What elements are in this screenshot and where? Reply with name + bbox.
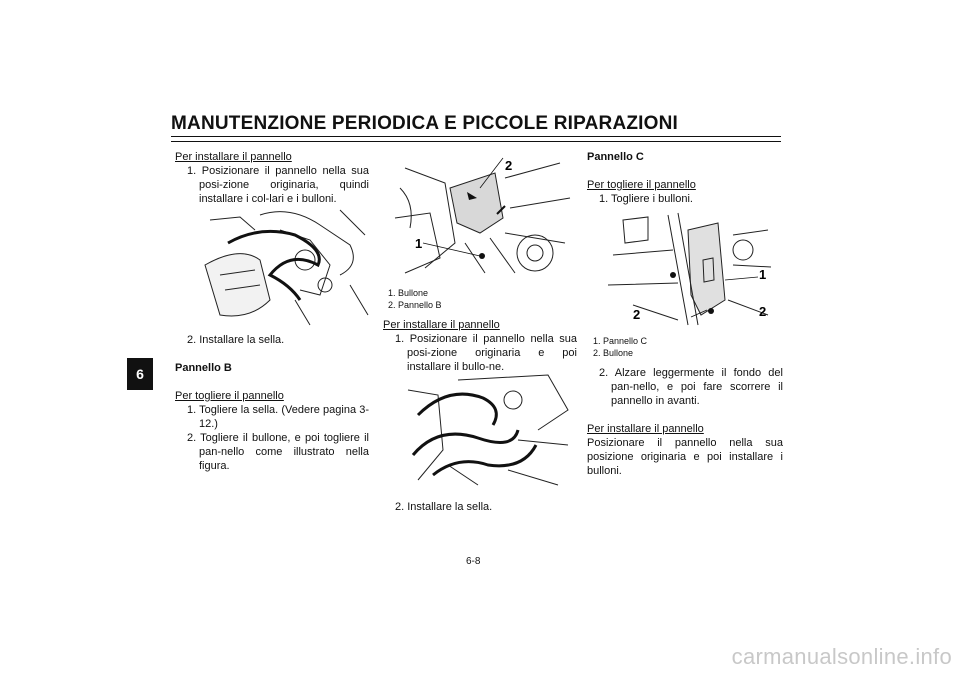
- column-2: Per installare il pannello 1. Posizionar…: [383, 318, 577, 374]
- column-3-lower: 2. Alzare leggermente il fondo del pan-n…: [587, 366, 783, 478]
- install-heading-b: Per installare il pannello: [383, 319, 500, 331]
- column-1: Per installare il pannello 1. Posizionar…: [175, 150, 369, 206]
- install-b-step-2: 2. Installare la sella.: [395, 501, 493, 513]
- callout-2: 2: [505, 158, 512, 173]
- page-title: MANUTENZIONE PERIODICA E PICCOLE RIPARAZ…: [171, 113, 679, 134]
- column-2-lower: 2. Installare la sella.: [383, 500, 577, 514]
- remove-heading-c: Per togliere il pannello: [587, 179, 696, 191]
- install-heading: Per installare il pannello: [175, 151, 292, 163]
- install-step-1: 1. Posizionare il pannello nella sua pos…: [187, 165, 369, 205]
- callout-1-c: 1: [759, 267, 766, 282]
- column-3: Pannello C Per togliere il pannello 1. T…: [587, 150, 783, 206]
- remove-c-step-1: 1. Togliere i bulloni.: [599, 193, 693, 205]
- remove-c-step-2: 2. Alzare leggermente il fondo del pan-n…: [599, 367, 783, 407]
- illustration-panel-c: 1 2 2: [607, 212, 772, 326]
- figure-c-caption-2: 2. Bullone: [593, 348, 634, 358]
- install-b-step-1: 1. Posizionare il pannello nella sua pos…: [395, 333, 577, 373]
- illustration-panel-b-install: [407, 374, 569, 486]
- install-step-2: 2. Installare la sella.: [187, 334, 285, 346]
- remove-step-1: 1. Togliere la sella. (Vedere pagina 3-1…: [187, 404, 369, 430]
- header-rule-bottom: [171, 141, 781, 142]
- page-number: 6-8: [466, 556, 481, 567]
- figure-caption-1: 1. Bullone: [388, 288, 429, 298]
- watermark: carmanualsonline.info: [731, 644, 952, 669]
- header-rule-top: [171, 136, 781, 137]
- install-heading-c: Per installare il pannello: [587, 423, 704, 435]
- callout-2-left: 2: [633, 307, 640, 322]
- figure-caption-2: 2. Pannello B: [388, 300, 442, 310]
- install-c-text: Posizionare il pannello nella sua posizi…: [587, 437, 783, 477]
- illustration-panel-a-install: [204, 209, 369, 326]
- remove-heading: Per togliere il pannello: [175, 390, 284, 402]
- remove-step-2: 2. Togliere il bullone, e poi togliere i…: [187, 432, 369, 472]
- chapter-tab: 6: [127, 358, 153, 390]
- figure-c-caption-1: 1. Pannello C: [593, 336, 648, 346]
- callout-1: 1: [415, 236, 422, 251]
- panel-c-heading: Pannello C: [587, 151, 644, 163]
- panel-b-heading: Pannello B: [175, 362, 232, 374]
- illustration-panel-b: 2 1: [394, 157, 571, 274]
- callout-2-right: 2: [759, 304, 766, 319]
- column-1-lower: 2. Installare la sella. Pannello B Per t…: [175, 333, 369, 473]
